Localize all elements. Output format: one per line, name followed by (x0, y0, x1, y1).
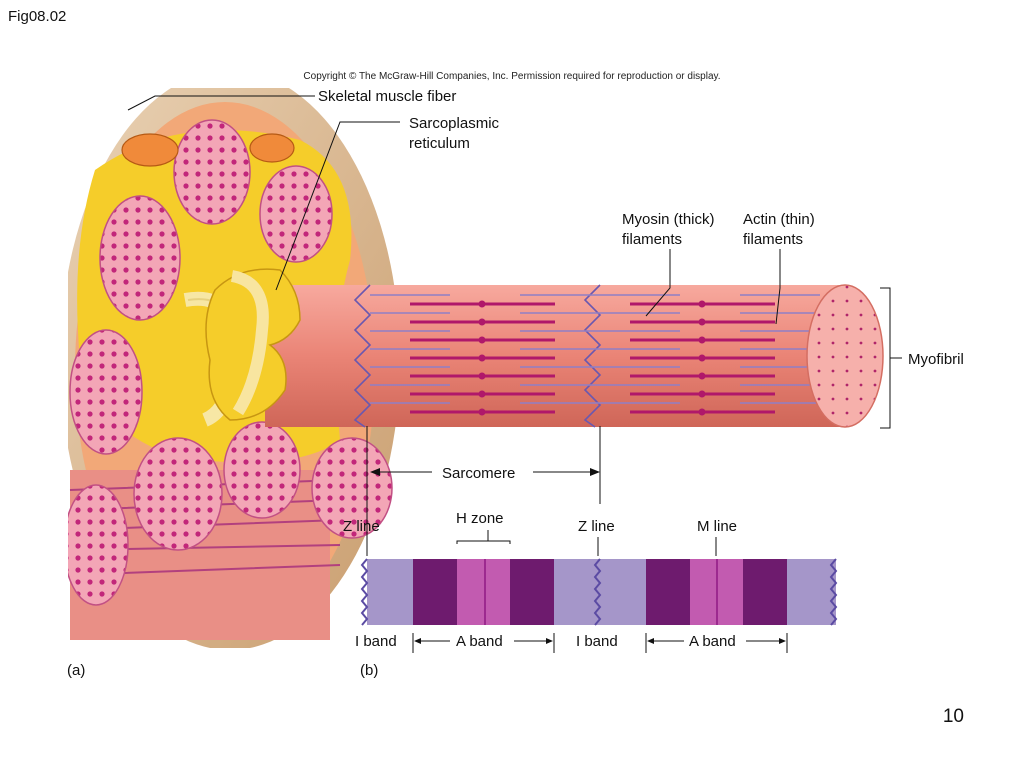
band-arrowheads (414, 638, 786, 644)
a-band-label-right: A band (689, 633, 736, 650)
i-band-segment (787, 559, 836, 625)
z-line-zigzag (360, 558, 369, 626)
i-band-segment (554, 559, 646, 625)
leader-lines (127, 95, 902, 556)
i-band-label-left: I band (355, 633, 397, 650)
sarcoplasmic-reticulum-label-line2: reticulum (409, 135, 470, 152)
arrowhead-left (370, 468, 380, 476)
a-band-segment (413, 559, 457, 625)
i-band-label-right: I band (576, 633, 618, 650)
h-zone-segment (457, 559, 510, 625)
a-band-label-left: A band (456, 633, 503, 650)
actin-label-line2: filaments (743, 231, 804, 248)
myofibril-label: Myofibril (908, 351, 964, 368)
a-band-segment (646, 559, 690, 625)
band-brackets (412, 633, 788, 653)
sarcomere-label: Sarcomere (442, 465, 516, 482)
m-line-segment (484, 559, 486, 625)
h-zone-label: H zone (456, 510, 504, 527)
myosin-label-line1: Myosin (thick) (622, 211, 715, 228)
z-line-zigzag (829, 558, 838, 626)
z-line-zigzag (593, 558, 602, 626)
copyright-notice: Copyright © The McGraw-Hill Companies, I… (303, 71, 721, 82)
m-line-label: M line (697, 518, 738, 535)
panel-b-label: (b) (360, 662, 379, 679)
sarcoplasmic-reticulum-label-line1: Sarcoplasmic (409, 115, 500, 132)
i-band-segment (367, 559, 413, 625)
m-line-segment (716, 559, 718, 625)
actin-label-line1: Actin (thin) (743, 211, 815, 228)
myofibril (205, 268, 884, 428)
panel-a-label: (a) (67, 662, 86, 679)
myosin-label-line2: filaments (622, 231, 683, 248)
skeletal-muscle-fiber-label: Skeletal muscle fiber (318, 88, 457, 105)
z-line-label-right: Z line (578, 518, 615, 535)
z-line-label-left: Z line (343, 518, 380, 535)
sarcomere-band-diagram (360, 558, 838, 626)
arrowhead-right (590, 468, 600, 476)
a-band-segment (510, 559, 554, 625)
figure-id: Fig08.02 (8, 8, 67, 25)
a-band-segment (743, 559, 787, 625)
page-number: 10 (942, 706, 964, 727)
